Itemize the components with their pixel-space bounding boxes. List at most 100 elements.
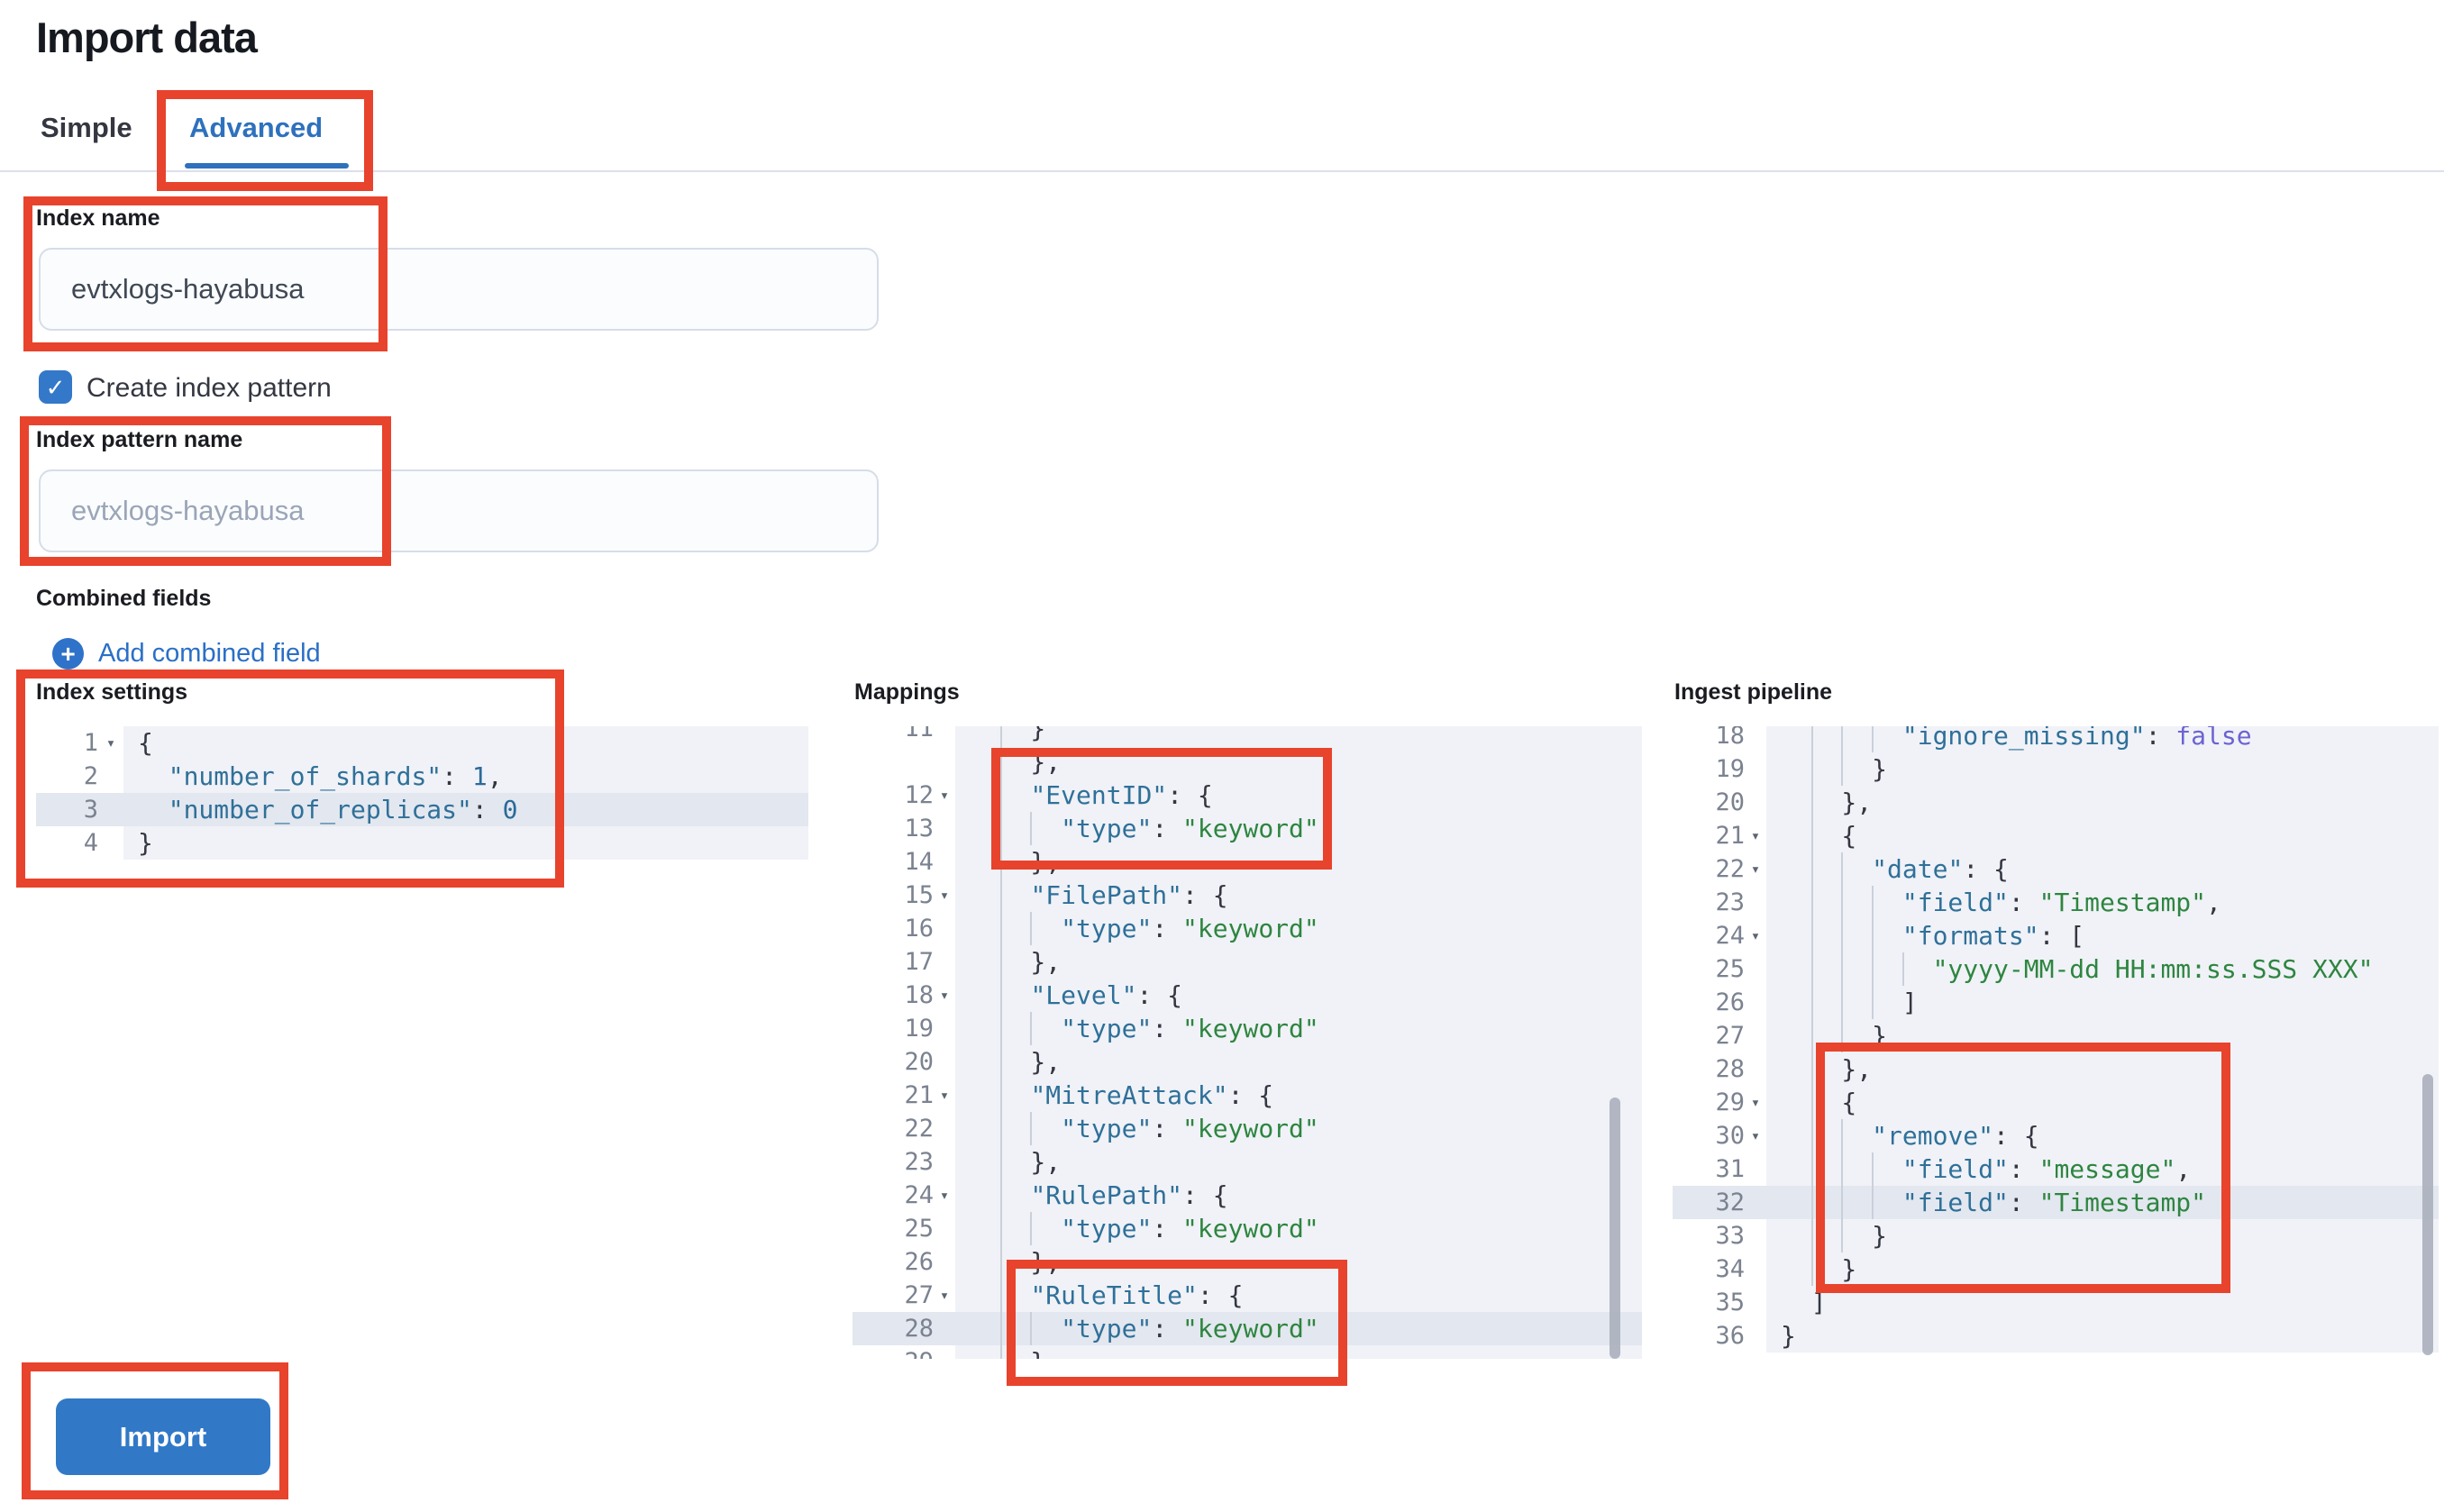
ingest-pipeline-scrollbar[interactable] bbox=[2422, 1074, 2433, 1355]
index-settings-label: Index settings bbox=[36, 679, 188, 705]
tab-advanced[interactable]: Advanced bbox=[189, 112, 324, 143]
index-pattern-name-input[interactable] bbox=[39, 469, 879, 552]
fold-arrow-icon[interactable]: ▾ bbox=[939, 986, 950, 1005]
line-number: 26 bbox=[1715, 988, 1745, 1016]
code-line: 19 "type": "keyword" bbox=[853, 1012, 1642, 1045]
indent-guide bbox=[1810, 1152, 1813, 1186]
code-line: 17 }, bbox=[853, 945, 1642, 979]
indent-guide bbox=[1810, 1086, 1813, 1119]
indent-guide bbox=[1810, 1119, 1813, 1152]
tab-simple[interactable]: Simple bbox=[41, 112, 132, 143]
import-button[interactable]: Import bbox=[56, 1398, 270, 1475]
indent-guide bbox=[999, 945, 1002, 979]
indent-guide bbox=[1810, 919, 1813, 952]
code-line: 29 }, bbox=[853, 1345, 1642, 1359]
indent-guide bbox=[1030, 1012, 1033, 1045]
code-text: } bbox=[1766, 1319, 2439, 1353]
code-text: }, bbox=[1766, 786, 2439, 819]
code-line: 19 } bbox=[1673, 752, 2439, 786]
fold-arrow-icon[interactable]: ▾ bbox=[1750, 826, 1761, 845]
indent-guide bbox=[1810, 819, 1813, 852]
index-name-input[interactable] bbox=[39, 248, 879, 331]
line-number: 28 bbox=[904, 1315, 934, 1343]
indent-guide bbox=[1872, 952, 1874, 986]
code-text: "EventID": { bbox=[955, 779, 1642, 812]
code-text: "formats": [ bbox=[1766, 919, 2439, 952]
code-text: "RulePath": { bbox=[955, 1179, 1642, 1212]
code-line: 27▾ "RuleTitle": { bbox=[853, 1279, 1642, 1312]
code-text: }, bbox=[955, 945, 1642, 979]
indent-guide bbox=[999, 726, 1002, 745]
mappings-scrollbar[interactable] bbox=[1610, 1098, 1620, 1359]
code-line: 15▾ "FilePath": { bbox=[853, 879, 1642, 912]
line-number: 16 bbox=[904, 915, 934, 943]
indent-guide bbox=[999, 1145, 1002, 1179]
code-line: 25 "yyyy-MM-dd HH:mm:ss.SSS XXX" bbox=[1673, 952, 2439, 986]
fold-arrow-icon[interactable]: ▾ bbox=[1750, 926, 1761, 945]
code-text: }, bbox=[1766, 1052, 2439, 1086]
indent-guide bbox=[1030, 1212, 1033, 1245]
indent-guide bbox=[1810, 1186, 1813, 1219]
code-text: }, bbox=[955, 745, 1642, 779]
line-number: 12▾ bbox=[853, 779, 955, 812]
code-text: }, bbox=[955, 1345, 1642, 1359]
code-line: 24▾ "formats": [ bbox=[1673, 919, 2439, 952]
add-combined-field-link[interactable]: + Add combined field bbox=[52, 638, 321, 669]
indent-guide bbox=[1810, 1252, 1813, 1286]
code-line: 28 "type": "keyword" bbox=[853, 1312, 1642, 1345]
line-number: 36 bbox=[1715, 1322, 1745, 1350]
code-text: { bbox=[1766, 1086, 2439, 1119]
code-text: "field": "Timestamp" bbox=[1766, 1186, 2439, 1219]
page-title: Import data bbox=[36, 14, 258, 61]
fold-arrow-icon[interactable]: ▾ bbox=[939, 786, 950, 805]
code-line: 29▾ { bbox=[1673, 1086, 2439, 1119]
fold-arrow-icon[interactable]: ▾ bbox=[1750, 1126, 1761, 1145]
line-number: 23 bbox=[904, 1148, 934, 1176]
fold-arrow-icon[interactable]: ▾ bbox=[1750, 1093, 1761, 1112]
line-number: 1▾ bbox=[36, 726, 123, 760]
code-line: 14 }, bbox=[853, 845, 1642, 879]
code-line: 26 }, bbox=[853, 1245, 1642, 1279]
indent-guide bbox=[1872, 726, 1874, 752]
indent-guide bbox=[1841, 1119, 1844, 1152]
fold-arrow-icon[interactable]: ▾ bbox=[105, 733, 116, 752]
line-number bbox=[853, 745, 955, 779]
create-index-pattern-checkbox[interactable]: ✓ bbox=[39, 370, 72, 404]
code-line: 13 "type": "keyword" bbox=[853, 812, 1642, 845]
code-text: } bbox=[1766, 1019, 2439, 1052]
indent-guide bbox=[1901, 952, 1904, 986]
code-line: }, bbox=[853, 745, 1642, 779]
plus-circle-icon: + bbox=[52, 638, 84, 669]
code-text: "date": { bbox=[1766, 852, 2439, 886]
fold-arrow-icon[interactable]: ▾ bbox=[939, 1186, 950, 1205]
fold-arrow-icon[interactable]: ▾ bbox=[939, 1086, 950, 1105]
indent-guide bbox=[1841, 1152, 1844, 1186]
code-text: "RuleTitle": { bbox=[955, 1279, 1642, 1312]
code-text: "number_of_replicas": 0 bbox=[168, 795, 518, 824]
line-number: 18 bbox=[1715, 726, 1745, 750]
line-number: 27▾ bbox=[853, 1279, 955, 1312]
code-text: "type": "keyword" bbox=[955, 1012, 1642, 1045]
line-number: 22▾ bbox=[1673, 852, 1766, 886]
line-number: 22 bbox=[904, 1115, 934, 1143]
indent-guide bbox=[1810, 852, 1813, 886]
code-line: 23 }, bbox=[853, 1145, 1642, 1179]
line-number: 35 bbox=[1715, 1289, 1745, 1316]
line-number: 21▾ bbox=[853, 1079, 955, 1112]
line-number: 29 bbox=[853, 1345, 955, 1359]
indent-guide bbox=[1810, 886, 1813, 919]
line-number: 11 bbox=[904, 726, 934, 742]
line-number: 30▾ bbox=[1673, 1119, 1766, 1152]
indent-guide bbox=[1030, 812, 1033, 845]
indent-guide bbox=[1841, 1219, 1844, 1252]
index-settings-editor[interactable]: 1▾{2 "number_of_shards": 1,3 "number_of_… bbox=[36, 726, 808, 1359]
fold-arrow-icon[interactable]: ▾ bbox=[939, 886, 950, 905]
code-line: 25 "type": "keyword" bbox=[853, 1212, 1642, 1245]
code-line: 27 } bbox=[1673, 1019, 2439, 1052]
indent-guide bbox=[999, 1079, 1002, 1112]
fold-arrow-icon[interactable]: ▾ bbox=[939, 1286, 950, 1305]
code-line: 1▾{ bbox=[36, 726, 808, 760]
mappings-editor[interactable]: 11 } },12▾ "EventID": {13 "type": "keywo… bbox=[853, 726, 1642, 1359]
fold-arrow-icon[interactable]: ▾ bbox=[1750, 860, 1761, 879]
